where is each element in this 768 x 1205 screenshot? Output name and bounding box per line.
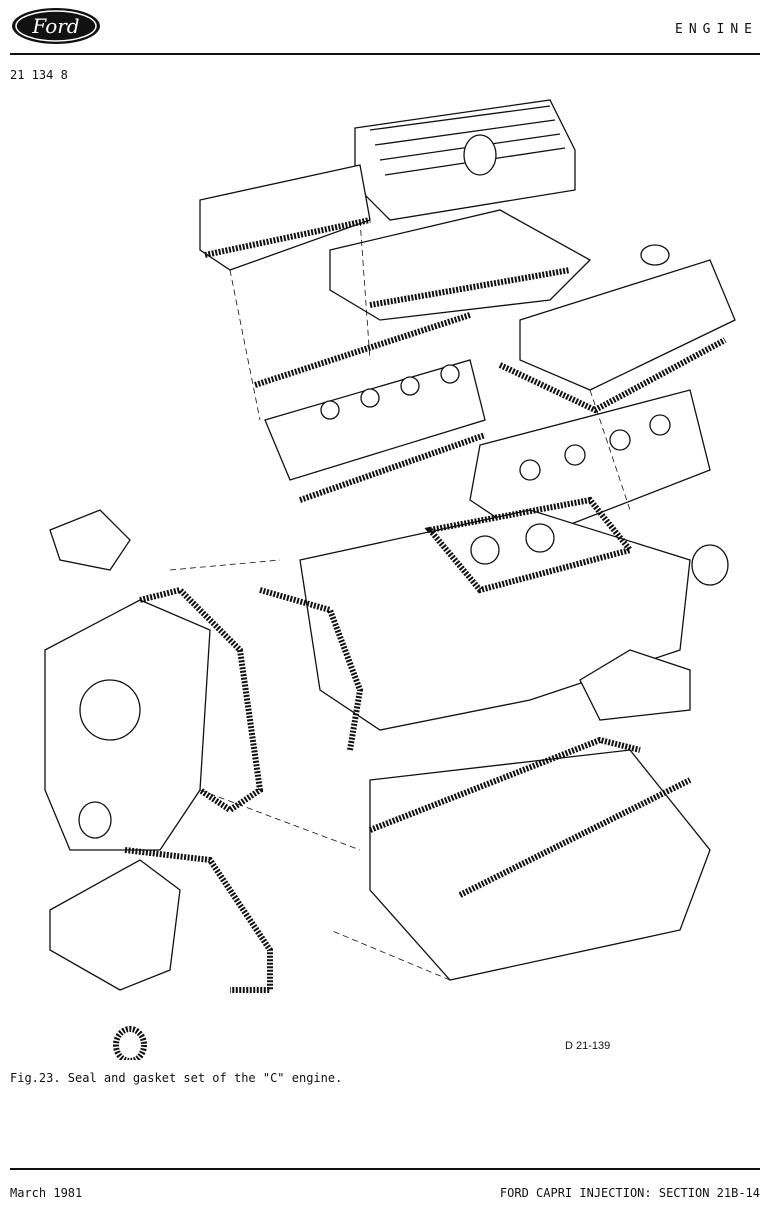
cylinder-head-left [264, 359, 486, 481]
water-pump-gasket [124, 847, 273, 993]
footer-section: FORD CAPRI INJECTION: SECTION 21B-14 [499, 1186, 760, 1200]
rocker-cover-right [498, 244, 736, 414]
footer-rule [10, 1168, 760, 1170]
section-title: ENGINE [675, 22, 758, 37]
head-gasket-strip [299, 432, 486, 503]
oil-pan [368, 736, 711, 981]
figure-caption: Fig.23. Seal and gasket set of the "C" e… [10, 1071, 343, 1085]
ford-logo: Ford [12, 8, 100, 44]
intake-manifold [329, 209, 592, 321]
exhaust-port-right [579, 649, 691, 721]
front-plate-gasket [259, 587, 364, 751]
water-pump [49, 847, 273, 993]
engine-gasket-exploded-diagram [44, 99, 736, 1060]
cylinder-head-right [469, 389, 711, 541]
timing-cover [44, 599, 211, 851]
intake-plenum [354, 99, 576, 221]
oil-pan-gasket-front [368, 736, 641, 833]
header-rule [10, 53, 760, 55]
exhaust-port-left [49, 509, 131, 571]
rocker-cover-left [199, 164, 371, 271]
oil-pan-gasket-rear [458, 777, 692, 898]
figure-reference: D 21-139 [565, 1040, 611, 1052]
thermostat-gasket [113, 1026, 147, 1060]
rocker-gasket-left [254, 312, 471, 388]
timing-cover-gasket [139, 586, 264, 814]
crank-rear-seal [691, 544, 729, 586]
crank-front-seal [78, 801, 112, 839]
footer-date: March 1981 [10, 1186, 83, 1200]
ford-logo-text: Ford [31, 14, 79, 38]
document-code: 21 134 8 [10, 68, 68, 82]
